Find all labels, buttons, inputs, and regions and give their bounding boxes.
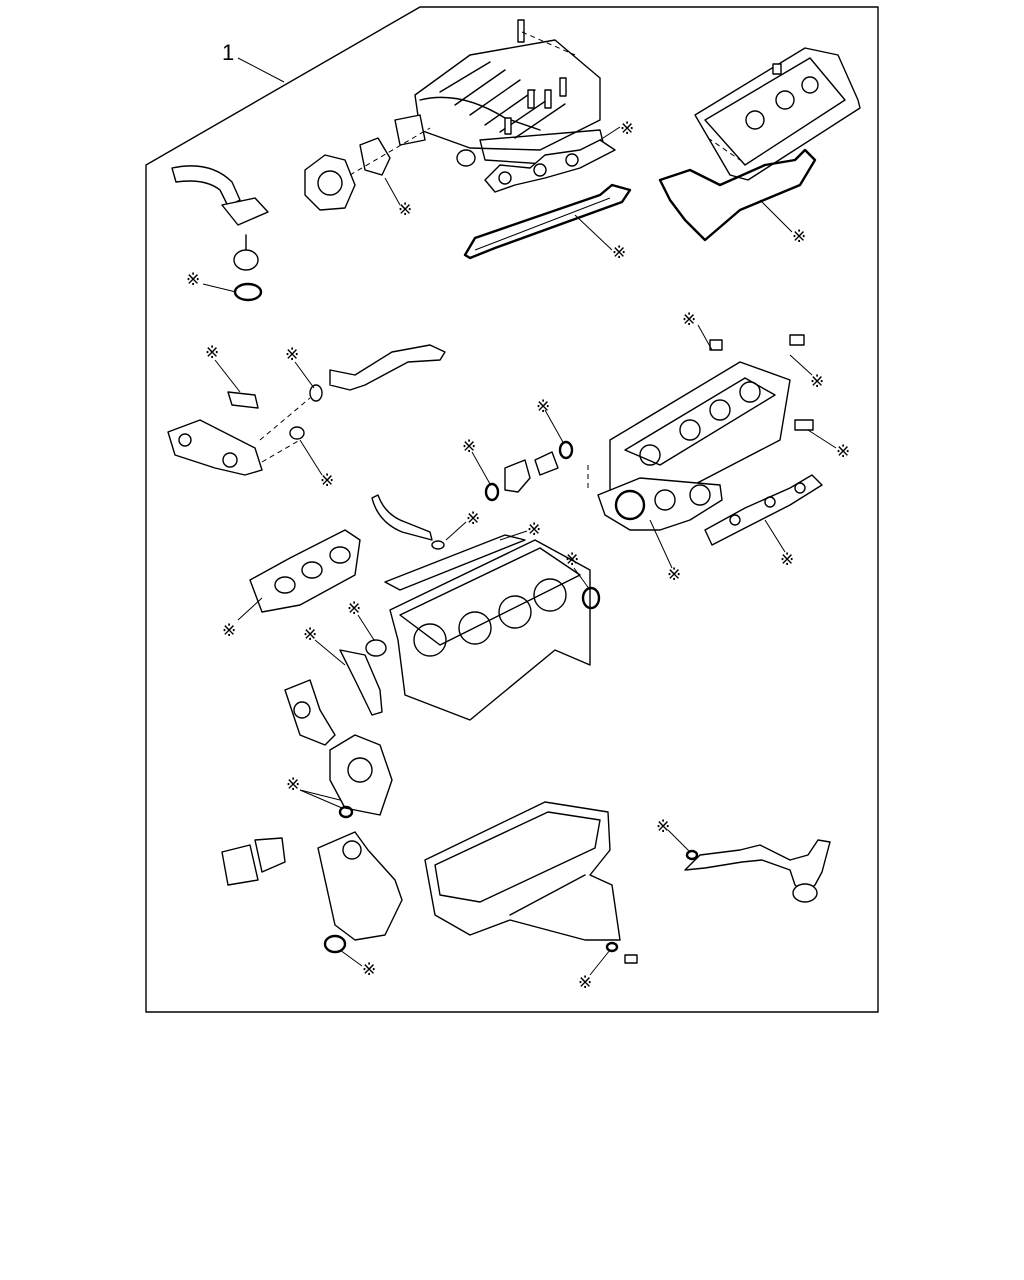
intake-manifold: [394, 19, 606, 167]
cylinder-head: [609, 334, 814, 506]
kit-marker-10: ※: [789, 354, 824, 392]
svg-text:※: ※: [810, 372, 824, 392]
svg-text:※: ※: [398, 200, 412, 220]
svg-text:※: ※: [667, 565, 681, 585]
svg-text:※: ※: [612, 243, 626, 263]
block-top-gasket: [384, 534, 526, 591]
exhaust-gasket-right: [704, 474, 823, 546]
oil-pump: [329, 734, 393, 816]
kit-marker-5: ※: [186, 270, 237, 293]
kit-marker-12: ※: [536, 397, 565, 445]
kit-marker-9: ※: [682, 310, 713, 351]
kit-marker-14: ※: [445, 509, 480, 541]
svg-text:※: ※: [320, 471, 334, 491]
kit-marker-23: ※: [339, 949, 376, 980]
svg-text:※: ※: [285, 345, 299, 365]
oil-pan: [424, 801, 621, 941]
kit-marker-19: ※: [565, 550, 591, 591]
exhaust-gasket-left: [249, 529, 361, 613]
svg-text:※: ※: [578, 973, 592, 993]
kit-marker-2: ※: [384, 177, 412, 220]
kit-marker-20: ※: [347, 599, 375, 641]
oil-pickup-tube: [684, 839, 831, 903]
svg-text:※: ※: [362, 960, 376, 980]
svg-text:※: ※: [462, 437, 476, 457]
valve-cover: [694, 47, 861, 181]
svg-text:※: ※: [303, 625, 317, 645]
svg-text:※: ※: [620, 119, 634, 139]
diagram-frame: [145, 6, 879, 1013]
kit-marker-18: ※: [222, 597, 263, 641]
crank-front-seal: [323, 934, 347, 954]
kit-marker-13: ※: [462, 437, 491, 485]
valve-cover-dash: [707, 137, 741, 161]
kit-marker-1: ※: [599, 119, 634, 141]
thermostat-housing-gasket: [339, 639, 387, 716]
kit-marker-24: ※: [578, 949, 611, 993]
throttle-body: [304, 137, 391, 211]
kit-marker-16: ※: [649, 519, 681, 585]
svg-text:※: ※: [347, 599, 361, 619]
cylinder-block: [389, 539, 591, 721]
oil-seal-small: [338, 805, 354, 819]
kit-callout-number: 1: [222, 40, 234, 65]
svg-text:※: ※: [205, 343, 219, 363]
kit-item-markers: ※ ※ ※ ※ ※ ※ ※ ※: [186, 119, 850, 993]
bypass-hose: [371, 494, 445, 550]
intake-lower-gasket: [463, 183, 632, 260]
svg-text:※: ※: [222, 621, 236, 641]
svg-text:※: ※: [836, 442, 850, 462]
svg-text:※: ※: [286, 775, 300, 795]
water-outlet-pipe: [171, 165, 269, 302]
coolant-manifold: [167, 344, 446, 476]
timing-cover: [317, 831, 403, 941]
rear-main-seal: [581, 586, 601, 610]
kit-marker-11: ※: [807, 429, 850, 462]
kit-marker-25: ※: [656, 817, 691, 853]
kit-marker-21: ※: [303, 625, 346, 666]
water-pump: [284, 679, 336, 746]
kit-marker-6: ※: [205, 343, 241, 393]
drain-plug: [624, 954, 638, 964]
intake-upper-gasket: [484, 139, 616, 193]
kit-marker-4: ※: [759, 199, 806, 247]
oil-filter-adapter: [221, 837, 286, 886]
kit-marker-15: ※: [499, 520, 541, 541]
intake-dash: [521, 31, 576, 56]
kit-callout-leader: [237, 57, 285, 83]
kit-marker-17: ※: [764, 519, 794, 570]
kit-marker-8: ※: [299, 439, 334, 491]
svg-text:※: ※: [536, 397, 550, 417]
water-inlet: [484, 440, 574, 502]
kit-marker-22: ※: [286, 775, 343, 809]
coolant-dash-1: [259, 397, 311, 441]
drain-plug-washer: [605, 941, 619, 953]
svg-text:※: ※: [792, 227, 806, 247]
svg-text:※: ※: [186, 270, 200, 290]
svg-text:※: ※: [682, 310, 696, 330]
coolant-dash-2: [261, 439, 301, 463]
throttle-dash: [349, 127, 431, 176]
svg-text:※: ※: [466, 509, 480, 529]
svg-text:※: ※: [656, 817, 670, 837]
head-gasket: [597, 477, 723, 531]
kit-marker-7: ※: [285, 345, 315, 389]
svg-text:※: ※: [565, 550, 579, 570]
valve-cover-gasket: [658, 148, 817, 242]
kit-marker-3: ※: [574, 214, 626, 263]
svg-text:※: ※: [780, 550, 794, 570]
svg-text:※: ※: [527, 520, 541, 540]
